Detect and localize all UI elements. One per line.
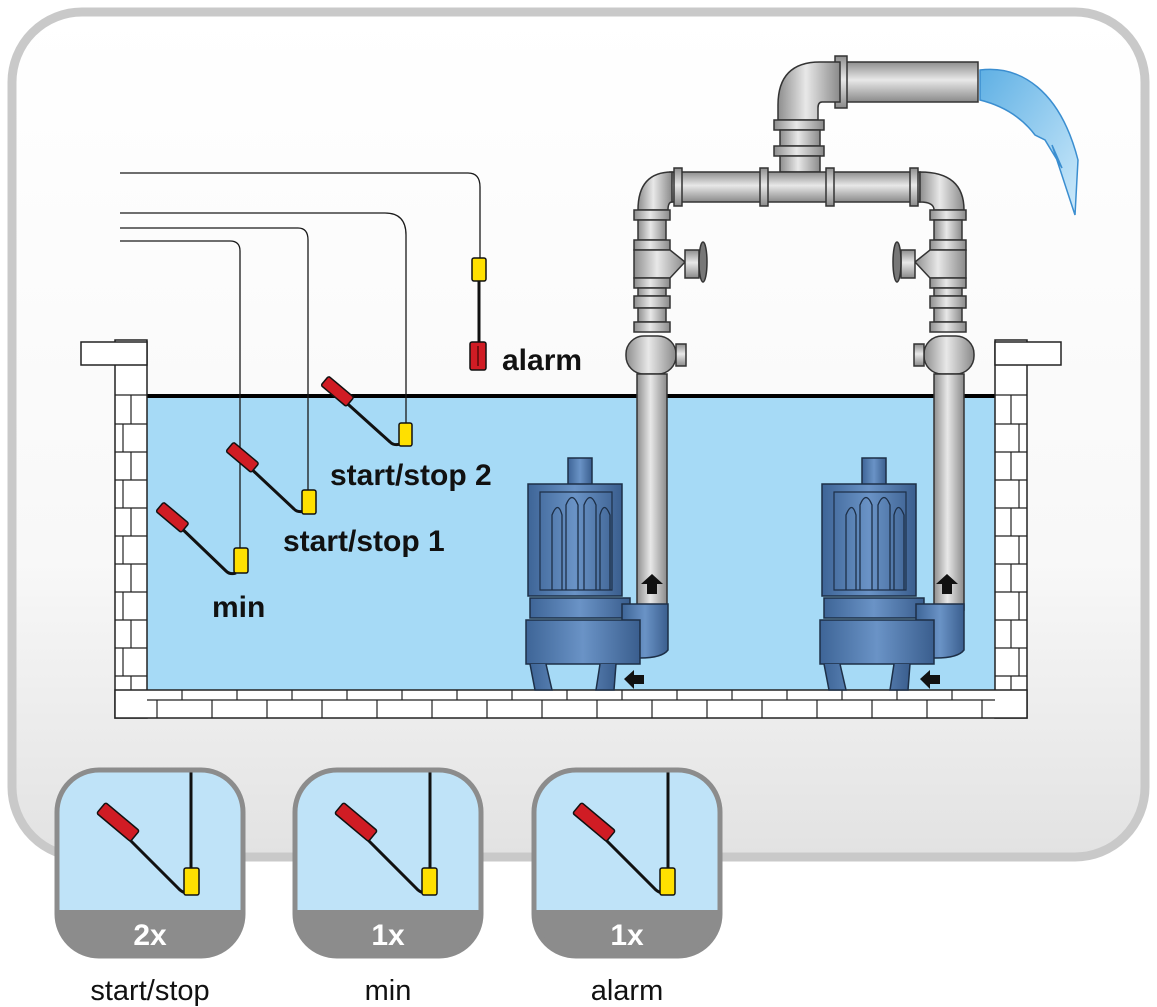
- outflow-water: [979, 68, 1079, 216]
- flow-arrow-up-icon: [641, 574, 663, 594]
- legend-card-min: 1x min: [292, 767, 484, 1007]
- min-cable: [120, 240, 241, 548]
- flow-arrow-left-icon: [920, 670, 940, 689]
- float-start-stop-1: [225, 442, 317, 515]
- float-min: [155, 502, 249, 576]
- label-start-stop-2: start/stop 2: [330, 459, 492, 492]
- float-start-stop-2: [320, 376, 413, 447]
- legend-caption: alarm: [591, 975, 664, 1007]
- legend-card-alarm: 1x alarm: [531, 767, 723, 1007]
- legend-count: 1x: [610, 919, 644, 952]
- alarm-float-yellow: [471, 257, 487, 282]
- alarm-cable: [120, 172, 481, 258]
- flow-arrow-left-icon: [624, 670, 644, 689]
- start-stop-2-cable: [120, 212, 407, 423]
- legend-caption: min: [365, 975, 412, 1007]
- legend-count: 2x: [133, 919, 167, 952]
- flow-arrow-up-icon: [936, 574, 958, 594]
- label-alarm: alarm: [502, 344, 582, 377]
- label-start-stop-1: start/stop 1: [283, 525, 445, 558]
- float-cables: [120, 172, 481, 548]
- legend-caption: start/stop: [90, 975, 209, 1007]
- legend-count: 1x: [371, 919, 405, 952]
- pump-left: [525, 457, 669, 691]
- legend-card-start-stop: 2x start/stop: [54, 767, 246, 1007]
- start-stop-1-cable: [120, 227, 309, 490]
- tank-floor: [114, 689, 1028, 719]
- discharge-pipework: [625, 55, 979, 611]
- pump-right: [819, 457, 965, 691]
- label-min: min: [212, 591, 265, 624]
- float-alarm: [469, 257, 487, 371]
